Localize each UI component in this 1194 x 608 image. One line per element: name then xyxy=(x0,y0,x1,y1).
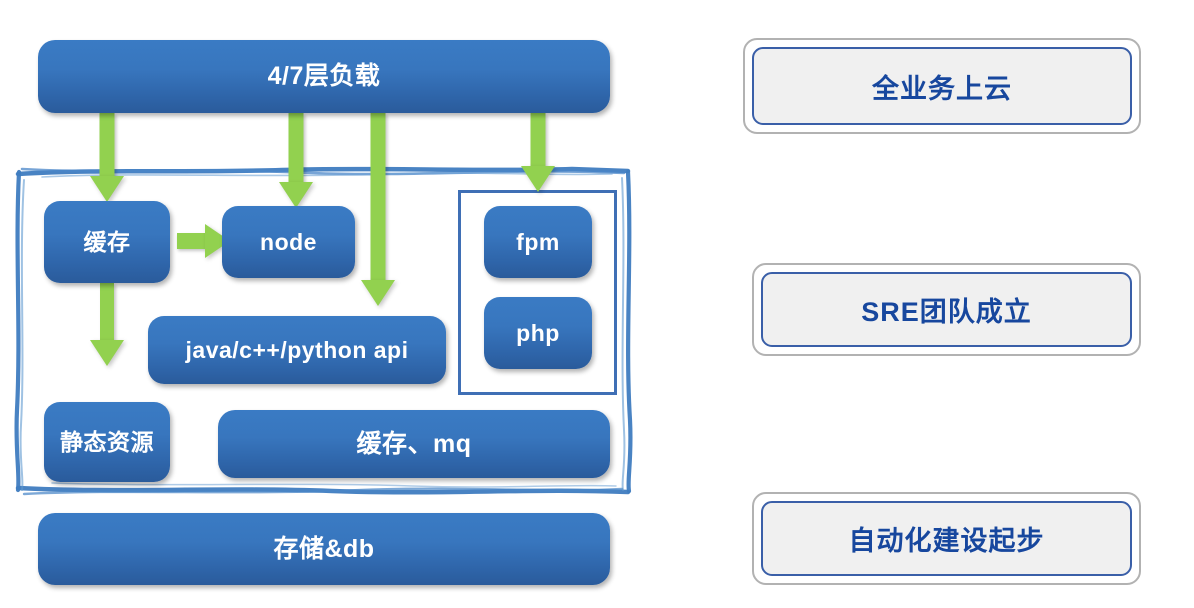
box-static-resource[interactable]: 静态资源 xyxy=(44,402,170,482)
box-label: 4/7层负载 xyxy=(267,62,381,91)
box-label: 存储&db xyxy=(273,534,375,563)
box-label: 缓存 xyxy=(83,228,131,255)
box-storage-db[interactable]: 存储&db xyxy=(38,513,610,585)
box-label: 缓存、mq xyxy=(356,429,472,458)
milestone-panel-automation-start[interactable]: 自动化建设起步 xyxy=(752,492,1141,585)
milestone-panel-all-business-cloud[interactable]: 全业务上云 xyxy=(743,38,1141,134)
arrow-shaft xyxy=(99,113,115,181)
box-label: node xyxy=(260,228,317,255)
box-label: java/c++/python api xyxy=(185,336,409,363)
box-node[interactable]: node xyxy=(222,206,355,278)
box-label: fpm xyxy=(516,228,560,255)
milestone-label: 全业务上云 xyxy=(752,47,1132,125)
box-php[interactable]: php xyxy=(484,297,592,369)
box-cache-mq[interactable]: 缓存、mq xyxy=(218,410,610,478)
box-load-balancer[interactable]: 4/7层负载 xyxy=(38,40,610,113)
arrow-head xyxy=(90,176,124,202)
box-fpm[interactable]: fpm xyxy=(484,206,592,278)
milestone-label: SRE团队成立 xyxy=(761,272,1132,347)
arrow-shaft xyxy=(370,113,386,285)
box-cache[interactable]: 缓存 xyxy=(44,201,170,283)
milestone-panel-sre-team-founded[interactable]: SRE团队成立 xyxy=(752,263,1141,356)
box-label: 静态资源 xyxy=(60,428,154,455)
arrow-shaft xyxy=(177,233,207,249)
box-api[interactable]: java/c++/python api xyxy=(148,316,446,384)
box-label: php xyxy=(516,319,560,346)
arrow-head xyxy=(279,182,313,208)
arrow-head xyxy=(521,166,555,192)
arrow-head xyxy=(90,340,124,366)
arrow-shaft xyxy=(288,113,304,187)
arrow-shaft xyxy=(100,283,114,345)
arrow-head xyxy=(361,280,395,306)
milestone-label: 自动化建设起步 xyxy=(761,501,1132,576)
arrow-shaft xyxy=(530,113,546,171)
